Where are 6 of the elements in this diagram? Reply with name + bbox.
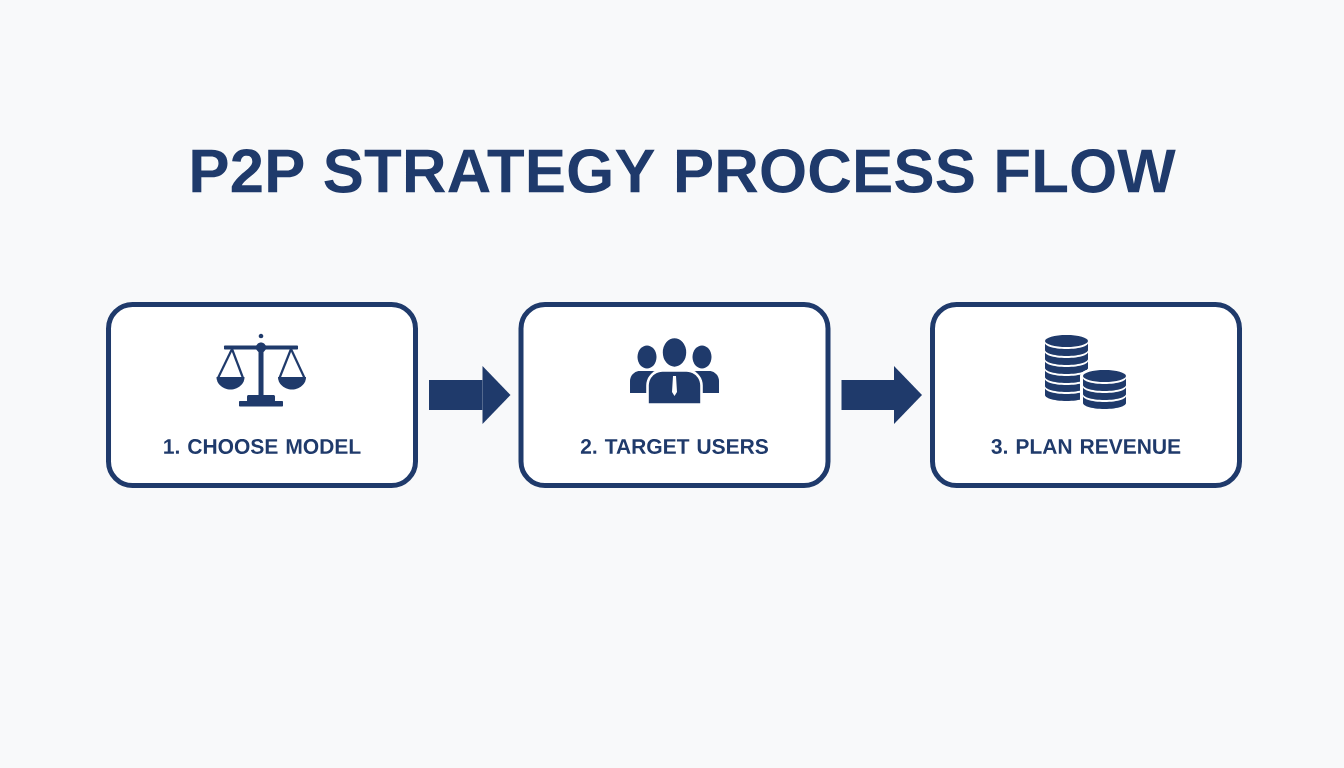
arrow <box>429 366 511 424</box>
process-box: 2. TARGET USERS <box>518 302 831 488</box>
title: P2P STRATEGY PROCESS FLOW <box>192 149 1176 193</box>
process-box: 1. CHOOSE MODEL <box>106 302 418 488</box>
process-box: 3. PLAN REVENUE <box>930 302 1242 488</box>
arrow <box>841 366 922 424</box>
